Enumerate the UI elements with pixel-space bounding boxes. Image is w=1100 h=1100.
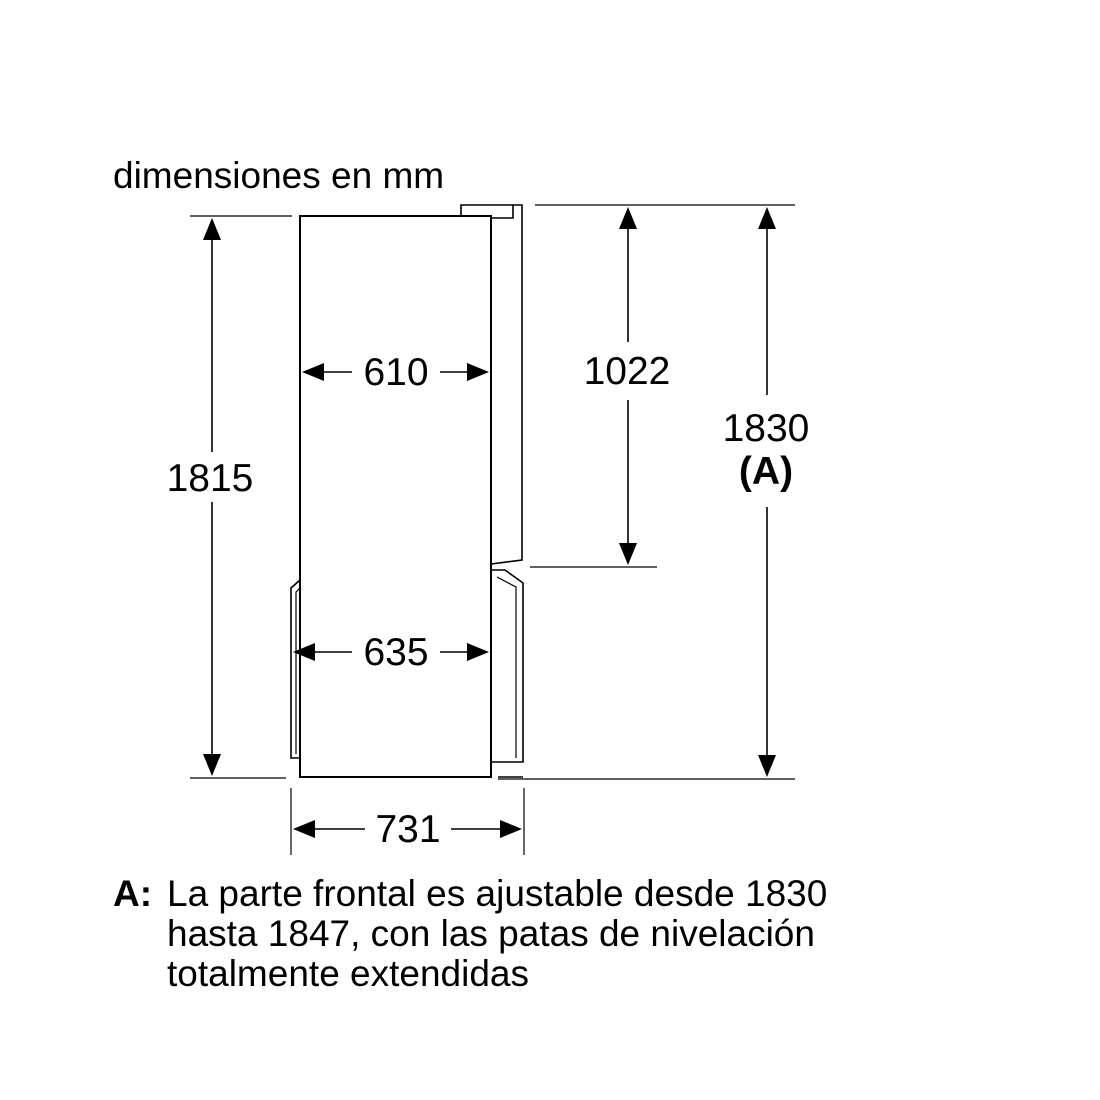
dimension-labels: 1815 610 635 1022 1830 (A) 731 (167, 350, 810, 851)
front-height-marker: (A) (739, 450, 793, 493)
footnote-line-2: hasta 1847, con las patas de nivelación (167, 913, 815, 954)
top-hinge-cap (460, 204, 513, 216)
fridge-side-view (290, 204, 524, 778)
footnote-marker: A: (113, 873, 152, 914)
units-label: dimensiones en mm (113, 155, 444, 196)
footnote: A: La parte frontal es ajustable desde 1… (113, 873, 827, 994)
lower-width-label: 635 (363, 631, 428, 674)
upper-door (490, 204, 523, 565)
total-depth-label: 731 (375, 808, 440, 851)
rear-panel (290, 579, 301, 759)
rear-panel-inner (295, 587, 301, 754)
label-masks (163, 342, 817, 853)
cabinet-body (299, 215, 492, 778)
lower-drawer-door-inner (496, 576, 517, 758)
extension-lines (190, 204, 795, 855)
front-height-label: 1830 (723, 407, 810, 450)
upper-width-label: 610 (363, 351, 428, 394)
upper-door-height-label: 1022 (584, 350, 671, 393)
footnote-line-3: totalmente extendidas (167, 953, 529, 994)
total-height-label: 1815 (167, 457, 254, 500)
lower-drawer-door (491, 569, 524, 763)
footnote-line-1: La parte frontal es ajustable desde 1830 (167, 873, 827, 914)
